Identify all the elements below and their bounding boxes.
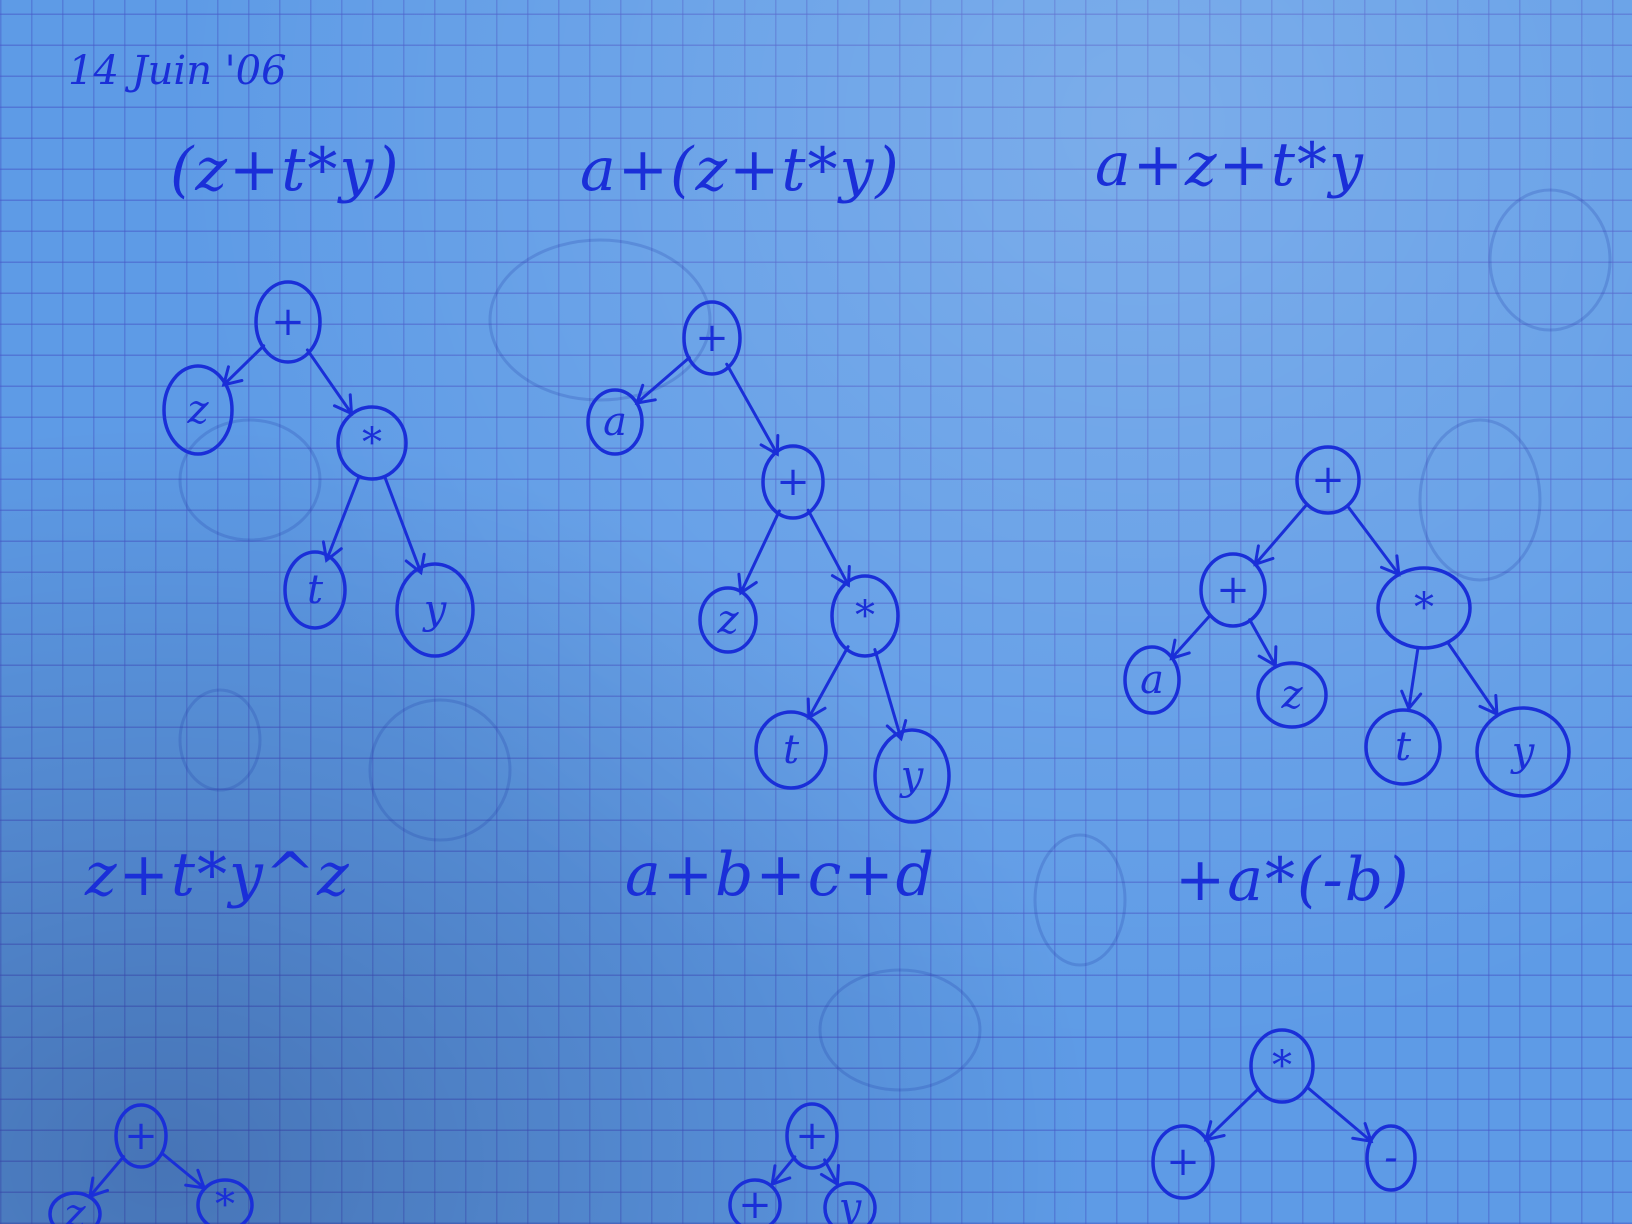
tree-node-circle (1151, 1124, 1215, 1200)
tree-node-circle (1123, 645, 1181, 715)
page-date: 14 Juin '06 (68, 48, 287, 94)
tree-3: + + * a z t y (1123, 445, 1571, 798)
tree-node-circle (682, 300, 742, 376)
tree-node-circle (1365, 1124, 1417, 1192)
tree-edge-arrow (1400, 648, 1423, 712)
tree-edge-arrow (1253, 503, 1308, 567)
expression-3: a+z+t*y (1095, 130, 1365, 200)
tree-edge-arrow (806, 645, 850, 721)
tree-node-circle (728, 1178, 782, 1224)
tree-node-label: + (695, 315, 729, 361)
tree-edge-arrow (634, 356, 691, 405)
tree-node-label: * (1272, 1043, 1292, 1089)
tree-edge-arrow (305, 348, 354, 416)
tree-node-circle (1376, 566, 1472, 650)
expression-2: a+(z+t*y) (580, 135, 901, 205)
tree-edge-arrow (873, 648, 908, 742)
tree-node-label: y (837, 1185, 863, 1224)
tree-node-label: + (1311, 457, 1345, 503)
tree-node-circle (1364, 708, 1442, 786)
tree-node-label: y (422, 587, 448, 633)
tree-node-label: * (215, 1182, 235, 1224)
tree-edge-arrow (1248, 618, 1278, 668)
tree-edge-arrow (1305, 1085, 1374, 1144)
tree-node-label: + (1216, 567, 1250, 613)
tree-node-circle (785, 1102, 839, 1170)
tree-node-label: t (1395, 724, 1412, 770)
tree-node-circle (1249, 1028, 1315, 1104)
tree-node-label: * (855, 593, 875, 639)
tree-edge-arrow (383, 475, 426, 576)
tree-node-circle (1199, 552, 1267, 628)
tree-4: + z * (48, 1103, 254, 1224)
tree-node-circle (114, 1103, 168, 1169)
tree-node-label: - (1384, 1135, 1398, 1181)
tree-node-circle (754, 710, 828, 790)
tree-node-circle (586, 388, 644, 456)
tree-node-circle (823, 1181, 877, 1224)
tree-node-label: + (795, 1113, 829, 1159)
tree-node-circle (873, 728, 951, 824)
tree-node-label: t (783, 727, 800, 773)
tree-node-label: t (307, 567, 324, 613)
tree-5: ++y (728, 1102, 877, 1224)
tree-edge-arrow (321, 475, 361, 563)
tree-node-circle (336, 405, 408, 481)
expression-6: +a*(-b) (1175, 845, 1411, 915)
tree-edge-arrow (725, 362, 780, 457)
tree-node-circle (1295, 445, 1361, 515)
tree-edge-arrow (770, 1155, 797, 1187)
tree-node-label: + (271, 299, 305, 345)
tree-node-circle (254, 280, 322, 364)
tree-edge-arrow (1203, 1087, 1260, 1142)
expression-4: z+t*y^z (85, 840, 351, 910)
tree-node-label: + (124, 1113, 158, 1159)
tree-1: + z * t y (162, 280, 475, 658)
tree-node-label: z (1280, 672, 1303, 718)
tree-node-label: z (186, 387, 209, 433)
tree-node-label: z (63, 1191, 86, 1224)
tree-edge-arrow (1346, 504, 1401, 577)
tree-node-label: * (1414, 585, 1434, 631)
tree-2: + a + z * t y (586, 300, 951, 824)
tree-node-label: a (1140, 657, 1164, 703)
tree-node-label: y (1510, 729, 1536, 775)
tree-node-label: a (603, 399, 627, 445)
tree-node-circle (1475, 706, 1571, 798)
tree-node-label: + (1166, 1139, 1200, 1185)
tree-node-circle (830, 574, 900, 658)
tree-node-circle (162, 364, 234, 456)
bleed-through-marks (178, 188, 1612, 1092)
tree-node-circle (698, 586, 758, 654)
tree-node-circle (48, 1191, 102, 1224)
tree-edge-arrow (221, 344, 266, 387)
tree-node-label: + (738, 1182, 772, 1224)
tree-6: * + - (1151, 1028, 1417, 1200)
expression-1: (z+t*y) (170, 135, 401, 205)
tree-node-label: * (362, 420, 382, 466)
tree-node-circle (395, 562, 475, 658)
tree-edge-arrow (737, 509, 781, 596)
tree-edge-arrow (1446, 641, 1499, 717)
tree-node-label: + (776, 459, 810, 505)
tree-node-label: z (716, 597, 739, 643)
tree-node-circle (761, 444, 825, 520)
expression-5: a+b+c+d (625, 840, 937, 910)
tree-edge-arrow (806, 508, 851, 588)
tree-node-circle (196, 1178, 254, 1224)
tree-edge-arrow (87, 1155, 126, 1199)
tree-edge-arrow (160, 1151, 207, 1190)
tree-node-circle (1256, 661, 1328, 729)
tree-node-circle (283, 550, 347, 630)
tree-node-label: y (899, 753, 925, 799)
tree-edge-arrow (1169, 613, 1212, 661)
